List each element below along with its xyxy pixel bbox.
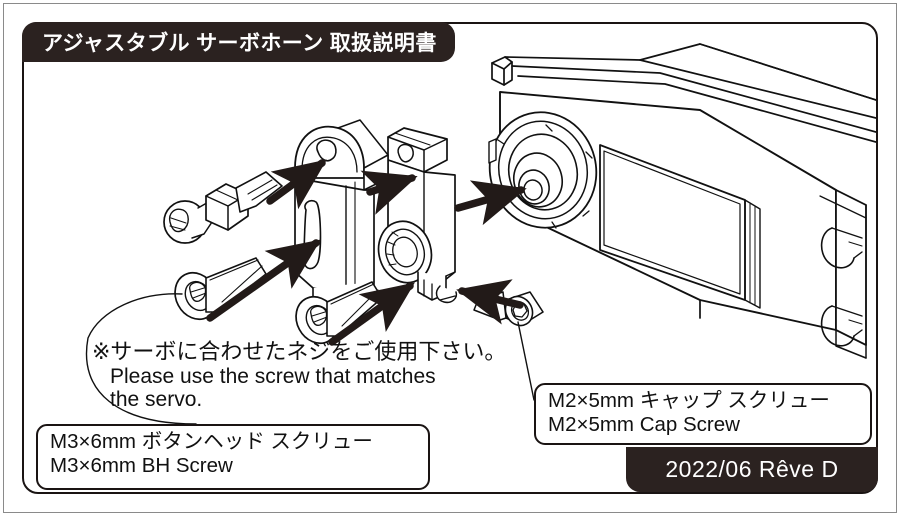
leader-line-m2 [517, 321, 535, 401]
assembly-arrow-collar-to-servo [454, 180, 527, 226]
callout-m2-screw: M2×5mm キャップ スクリュー M2×5mm Cap Screw [534, 383, 872, 445]
date-version-text: 2022/06 Rêve D [665, 456, 839, 482]
assembly-arrow-bh-center [328, 282, 415, 346]
ball-end-stud-screw [163, 171, 283, 244]
servo-body [488, 43, 876, 359]
leader-line-m3 [85, 293, 197, 425]
servo-horn-arm [294, 119, 389, 311]
callout-m2-en: M2×5mm Cap Screw [548, 412, 740, 436]
assembly-arrow-cap-screw [456, 279, 524, 325]
clamp-collar-arm [377, 127, 458, 304]
button-head-screw-left [174, 257, 267, 321]
note-line-jp: ※サーボに合わせたネジをご使用下さい。 [92, 339, 507, 364]
callout-m3-en: M3×6mm BH Screw [50, 453, 233, 477]
callout-m2-jp: M2×5mm キャップ スクリュー [548, 389, 830, 412]
page-title: アジャスタブル サーボホーン 取扱説明書 [42, 32, 437, 55]
split-clamp-ring [377, 220, 433, 284]
assembly-arrow-horn-to-collar [360, 170, 418, 215]
note-line-en-1: Please use the screw that matches [110, 364, 436, 388]
note-line-en-2: the servo. [110, 388, 203, 412]
date-version-badge: 2022/06 Rêve D [626, 447, 878, 492]
servo-mount-tab-lower [820, 305, 863, 347]
callout-m3-screw: M3×6mm ボタンヘッド スクリュー M3×6mm BH Screw [36, 424, 430, 490]
title-banner: アジャスタブル サーボホーン 取扱説明書 [22, 22, 455, 62]
callout-m3-jp: M3×6mm ボタンヘッド スクリュー [50, 430, 373, 453]
screw-selection-note: ※サーボに合わせたネジをご使用下さい。 Please use the screw… [92, 339, 542, 412]
servo-mount-tab-upper [820, 227, 863, 269]
assembly-arrow-bh-left [206, 239, 321, 322]
assembly-arrow-ball-stud [266, 159, 327, 210]
